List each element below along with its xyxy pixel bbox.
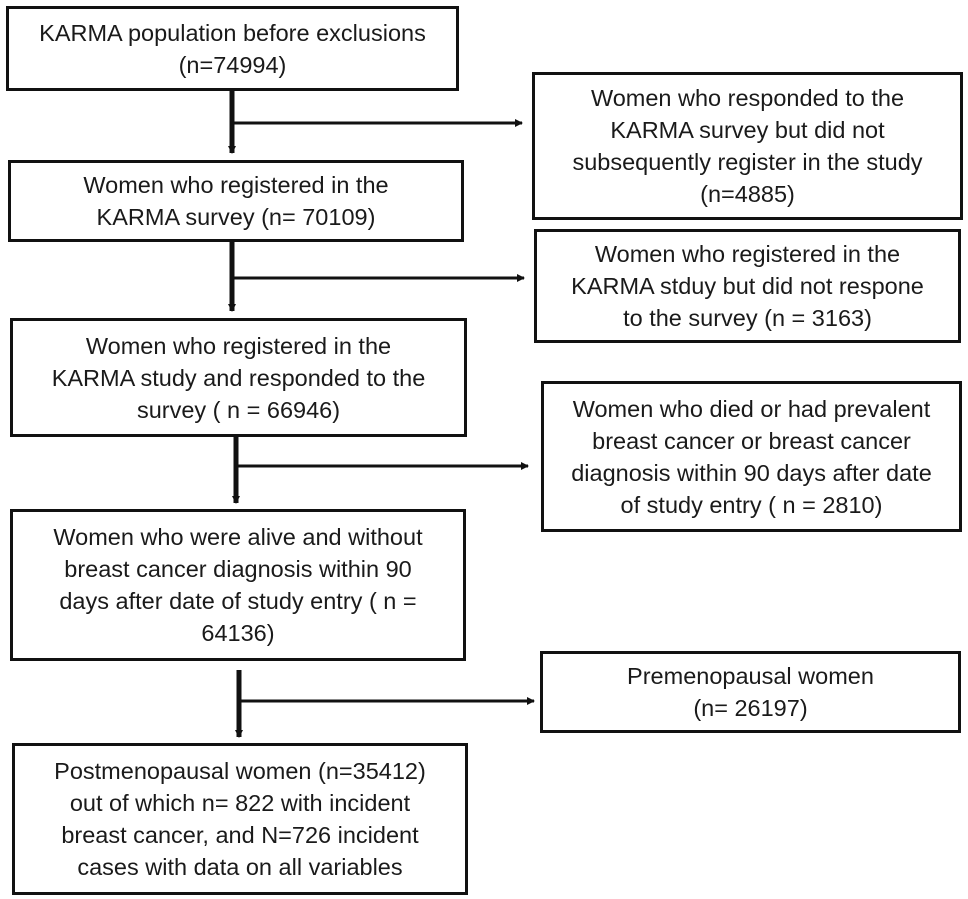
excluded-not-registered-text: Women who responded to the KARMA survey …	[572, 85, 923, 207]
alive-no-cancer-text: Women who were alive and without breast …	[53, 524, 423, 646]
registered-responded-text: Women who registered in the KARMA study …	[51, 332, 426, 423]
registered-survey-box: Women who registered in the KARMA survey…	[8, 160, 464, 242]
excluded-no-response-text: Women who registered in the KARMA stduy …	[571, 241, 924, 331]
postmenopausal-text: Postmenopausal women (n=35412) out of wh…	[54, 758, 426, 880]
postmenopausal-box: Postmenopausal women (n=35412) out of wh…	[12, 743, 468, 895]
excluded-died-prevalent-text: Women who died or had prevalent breast c…	[571, 395, 932, 518]
population-box: KARMA population before exclusions (n=74…	[6, 6, 459, 91]
excluded-no-response-box: Women who registered in the KARMA stduy …	[534, 229, 961, 343]
excluded-premenopausal-box: Premenopausal women (n= 26197)	[540, 651, 961, 733]
excluded-died-prevalent-box: Women who died or had prevalent breast c…	[541, 381, 962, 532]
alive-no-cancer-box: Women who were alive and without breast …	[10, 509, 466, 661]
excluded-premenopausal-text: Premenopausal women (n= 26197)	[627, 663, 874, 721]
registered-survey-text: Women who registered in the KARMA survey…	[83, 172, 389, 230]
excluded-not-registered-box: Women who responded to the KARMA survey …	[532, 72, 963, 220]
registered-responded-box: Women who registered in the KARMA study …	[10, 318, 467, 437]
population-text: KARMA population before exclusions (n=74…	[39, 19, 426, 78]
